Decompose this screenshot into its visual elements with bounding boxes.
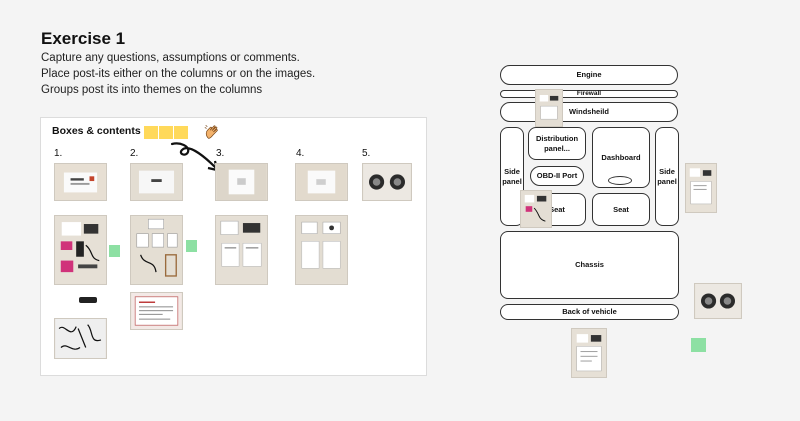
- column-label-5: 5.: [362, 148, 371, 159]
- sticky-note-yellow[interactable]: [144, 126, 158, 139]
- zone-obd-port[interactable]: OBD-II Port: [530, 166, 584, 186]
- cables-photo[interactable]: [54, 318, 107, 359]
- steering-wheel-icon: [608, 176, 632, 185]
- zone-seat-right[interactable]: Seat: [592, 193, 650, 226]
- sticky-note-green[interactable]: [109, 245, 120, 257]
- accessory-photo[interactable]: [69, 290, 109, 310]
- zone-firewall[interactable]: Firewall: [500, 90, 678, 98]
- column-label-2: 2.: [130, 148, 139, 159]
- waving-hand-icon[interactable]: [203, 123, 221, 141]
- sticky-note-green[interactable]: [691, 338, 706, 352]
- instruction-line-3: Groups post its into themes on the colum…: [41, 84, 263, 96]
- board-title: Boxes & contents: [52, 125, 141, 137]
- box-photo-4[interactable]: [295, 163, 348, 201]
- column-label-1: 1.: [54, 148, 63, 159]
- contents-photo-4[interactable]: [295, 215, 348, 285]
- contents-photo-2[interactable]: [130, 215, 183, 285]
- zone-engine[interactable]: Engine: [500, 65, 678, 85]
- column-label-3: 3.: [216, 148, 225, 159]
- box-photo-1[interactable]: [54, 163, 107, 201]
- manual-photo[interactable]: [130, 292, 183, 330]
- zone-side-panel-right[interactable]: Side panel: [655, 127, 679, 226]
- page-title: Exercise 1: [41, 29, 126, 48]
- sticky-note-yellow[interactable]: [174, 126, 188, 139]
- placed-photo-side-panel[interactable]: [685, 163, 717, 213]
- contents-photo-1[interactable]: [54, 215, 107, 285]
- zone-back-of-vehicle[interactable]: Back of vehicle: [500, 304, 679, 320]
- sticky-note-yellow[interactable]: [159, 126, 173, 139]
- contents-photo-3[interactable]: [215, 215, 268, 285]
- placed-photo-back-of-vehicle[interactable]: [571, 328, 607, 378]
- instruction-line-2: Place post-its either on the columns or …: [41, 68, 316, 80]
- zone-side-panel-left[interactable]: Side panel: [500, 127, 524, 226]
- placed-photo-seat[interactable]: [520, 190, 552, 228]
- device-photo-5[interactable]: [362, 163, 412, 201]
- zone-chassis[interactable]: Chassis: [500, 231, 679, 299]
- box-photo-2[interactable]: [130, 163, 183, 201]
- box-photo-3[interactable]: [215, 163, 268, 201]
- zone-windshield[interactable]: Windsheild: [500, 102, 678, 122]
- column-label-4: 4.: [296, 148, 305, 159]
- placed-photo-devices[interactable]: [694, 283, 742, 319]
- instruction-line-1: Capture any questions, assumptions or co…: [41, 52, 300, 64]
- placed-photo-firewall[interactable]: [535, 89, 563, 127]
- zone-distribution-panel[interactable]: Distribution panel...: [528, 127, 586, 160]
- sticky-note-green[interactable]: [186, 240, 197, 252]
